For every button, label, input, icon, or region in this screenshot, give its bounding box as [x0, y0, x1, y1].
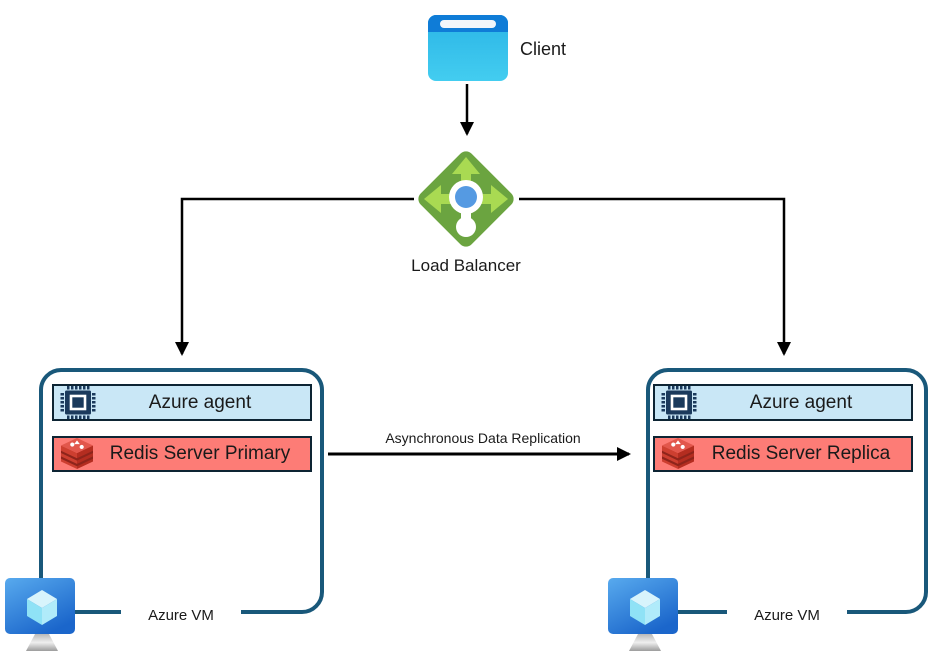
client-label: Client: [520, 39, 567, 59]
azure-agent-label-right: Azure agent: [749, 391, 853, 413]
redis-bar-right: Redis Server Replica: [653, 436, 913, 472]
cpu-chip-icon: [54, 386, 100, 419]
azure-agent-bar-right: Azure agent: [653, 384, 913, 421]
redis-cube-icon: [655, 438, 701, 470]
browser-addressbar: [440, 19, 496, 28]
azure-agent-label-left: Azure agent: [148, 391, 252, 413]
load-balancer-label: Load Balancer: [411, 256, 521, 275]
arrow-lb-to-right-vm: [519, 197, 791, 356]
load-balancer-icon: [418, 151, 514, 247]
redis-label-left: Redis Server Primary: [109, 443, 291, 464]
browser-titlebar: [428, 15, 508, 32]
azure-vm-label-left: Azure VM: [121, 606, 241, 625]
browser-window-icon: [428, 15, 508, 81]
redis-cube-icon: [54, 438, 100, 470]
azure-vm-label-right: Azure VM: [727, 606, 847, 625]
arrow-lb-to-left-vm: [175, 197, 414, 356]
replication-label: Asynchronous Data Replication: [385, 430, 581, 446]
redis-bar-left: Redis Server Primary: [52, 436, 312, 472]
azure-vm-monitor-icon: [5, 578, 75, 651]
cpu-chip-icon: [655, 386, 701, 419]
azure-agent-bar-left: Azure agent: [52, 384, 312, 421]
redis-label-right: Redis Server Replica: [711, 443, 891, 464]
azure-vm-monitor-icon: [608, 578, 678, 651]
